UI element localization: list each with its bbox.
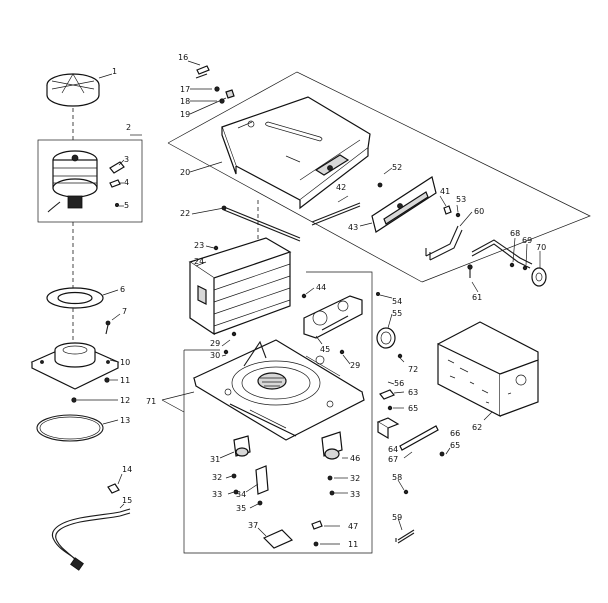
part-43-panel [371, 176, 437, 233]
part-7-screw [105, 320, 111, 335]
callout-72: 72 [408, 365, 418, 374]
hood-group-outline [167, 71, 591, 283]
callout-labels: 1 2 3 4 5 6 7 10 11 12 13 14 15 16 17 18… [112, 53, 546, 549]
callout-3: 3 [124, 155, 129, 164]
callout-29-right: 29 [350, 361, 360, 370]
callout-24: 24 [194, 257, 204, 266]
part-24-basket [188, 237, 292, 336]
callout-43: 43 [348, 223, 358, 232]
part-10-mount-plate [30, 342, 120, 390]
callout-64: 64 [388, 445, 398, 454]
callout-15: 15 [122, 496, 132, 505]
part-46-caster-right [321, 431, 343, 496]
part-14-plug [107, 483, 120, 494]
part-64-67-bracket [376, 417, 445, 457]
callout-37: 37 [248, 521, 258, 530]
part-22-rod [221, 205, 301, 242]
callout-23: 23 [194, 241, 204, 250]
callout-65-lower: 65 [450, 441, 460, 450]
parts-56-63-65-72-small-parts [379, 353, 403, 411]
callout-32-left: 32 [212, 473, 222, 482]
callout-17: 17 [180, 85, 190, 94]
callout-32-right: 32 [350, 474, 360, 483]
callout-46: 46 [350, 454, 360, 463]
callout-19: 19 [180, 110, 190, 119]
callout-61: 61 [472, 293, 482, 302]
parts-54-55-ring [375, 291, 396, 349]
callout-67: 67 [388, 455, 398, 464]
callout-12: 12 [120, 396, 130, 405]
part-45-frame [301, 293, 363, 339]
callout-14: 14 [122, 465, 132, 474]
callout-10: 10 [120, 358, 130, 367]
callout-65-upper: 65 [408, 404, 418, 413]
callout-52: 52 [392, 163, 402, 172]
callout-47: 47 [348, 522, 358, 531]
callout-55: 55 [392, 309, 402, 318]
part-42-rod-and-52-screw [311, 182, 383, 226]
callout-71: 71 [146, 397, 156, 406]
callout-4: 4 [124, 178, 129, 187]
part-20-hood-cover [221, 96, 371, 210]
callout-1: 1 [112, 67, 117, 76]
parts-58-59-pins [395, 489, 415, 544]
callout-20: 20 [180, 168, 190, 177]
callout-6: 6 [120, 285, 125, 294]
callout-41: 41 [440, 187, 450, 196]
parts-16-19-small-hardware [195, 65, 235, 104]
callout-18: 18 [180, 97, 190, 106]
callout-68: 68 [510, 229, 520, 238]
callout-69: 69 [522, 236, 532, 245]
callout-11: 11 [120, 376, 130, 385]
callout-45: 45 [320, 345, 330, 354]
callout-34: 34 [236, 490, 246, 499]
callout-7: 7 [122, 307, 127, 316]
callout-2: 2 [126, 123, 131, 132]
base-group-outline [161, 271, 373, 554]
callout-58: 58 [392, 473, 402, 482]
callout-5: 5 [124, 201, 129, 210]
callout-30: 30 [210, 351, 220, 360]
parts-37-47-11-hardware [262, 520, 323, 549]
parts-41-53-clips [443, 205, 461, 218]
part-6-gasket-ring [46, 287, 104, 309]
part-62-panel [437, 321, 539, 417]
callout-54: 54 [392, 297, 402, 306]
part-60-bracket [425, 225, 463, 261]
part-2-motor-group [37, 139, 143, 223]
callout-53: 53 [456, 195, 466, 204]
callout-13: 13 [120, 416, 130, 425]
callout-56: 56 [394, 379, 404, 388]
part-13-seal-ring [36, 414, 104, 442]
callout-22: 22 [180, 209, 190, 218]
part-1-cap [46, 73, 100, 107]
part-15-power-cord [52, 508, 131, 571]
callout-44: 44 [316, 283, 326, 292]
parts-61-68-69-70-linkage [467, 239, 547, 287]
callout-31: 31 [210, 455, 220, 464]
callout-16: 16 [178, 53, 188, 62]
callout-63: 63 [408, 388, 418, 397]
parts-31-35-caster-left [231, 435, 269, 506]
callout-66: 66 [450, 429, 460, 438]
callout-59: 59 [392, 513, 402, 522]
part-71-base-chassis [192, 339, 365, 441]
callout-11-lower: 11 [348, 540, 358, 549]
callout-33-right: 33 [350, 490, 360, 499]
parts-29-30-screws [223, 331, 345, 365]
callout-70: 70 [536, 243, 546, 252]
callout-60: 60 [474, 207, 484, 216]
callout-33-left: 33 [212, 490, 222, 499]
callout-29-left: 29 [210, 339, 220, 348]
callout-35: 35 [236, 504, 246, 513]
callout-62: 62 [472, 423, 482, 432]
callout-42: 42 [336, 183, 346, 192]
